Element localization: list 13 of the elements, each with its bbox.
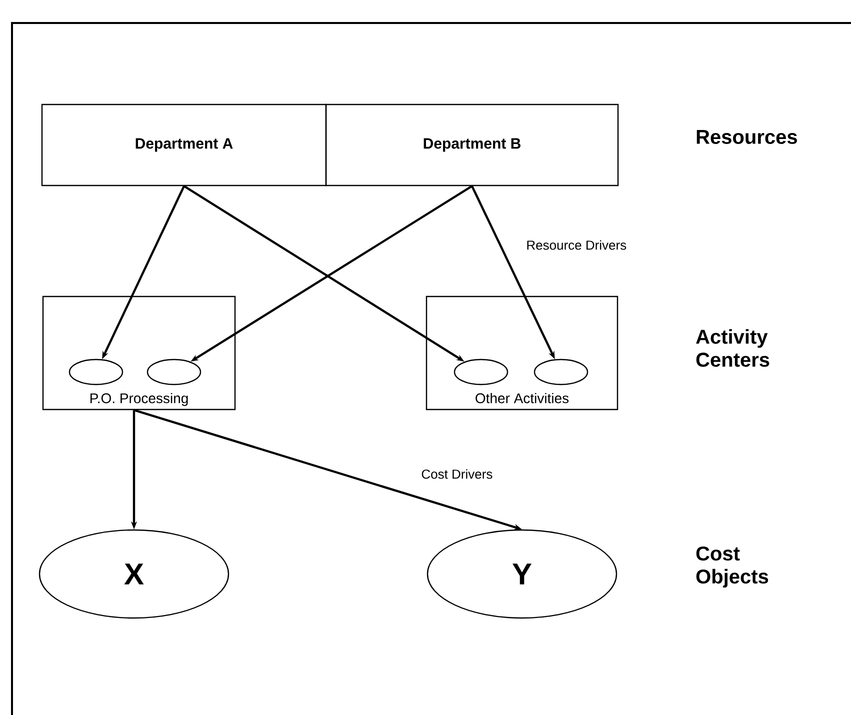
- level-label: Activity Centers: [696, 329, 770, 367]
- edge-label: Cost Drivers: [420, 468, 494, 480]
- activity-center-box: Other Activities: [426, 296, 618, 410]
- department-box: Department B: [325, 104, 619, 186]
- edge-label: Resource Drivers: [525, 239, 628, 251]
- department-box: Department A: [41, 104, 327, 186]
- activity-ellipse: [68, 358, 124, 386]
- activity-center-box: P.O. Processing: [42, 296, 236, 410]
- activity-ellipse: [534, 358, 588, 386]
- activity-ellipse: [454, 358, 508, 386]
- level-label: Cost Objects: [696, 546, 768, 588]
- level-label: Resources: [696, 130, 797, 144]
- activity-ellipse: [146, 358, 202, 386]
